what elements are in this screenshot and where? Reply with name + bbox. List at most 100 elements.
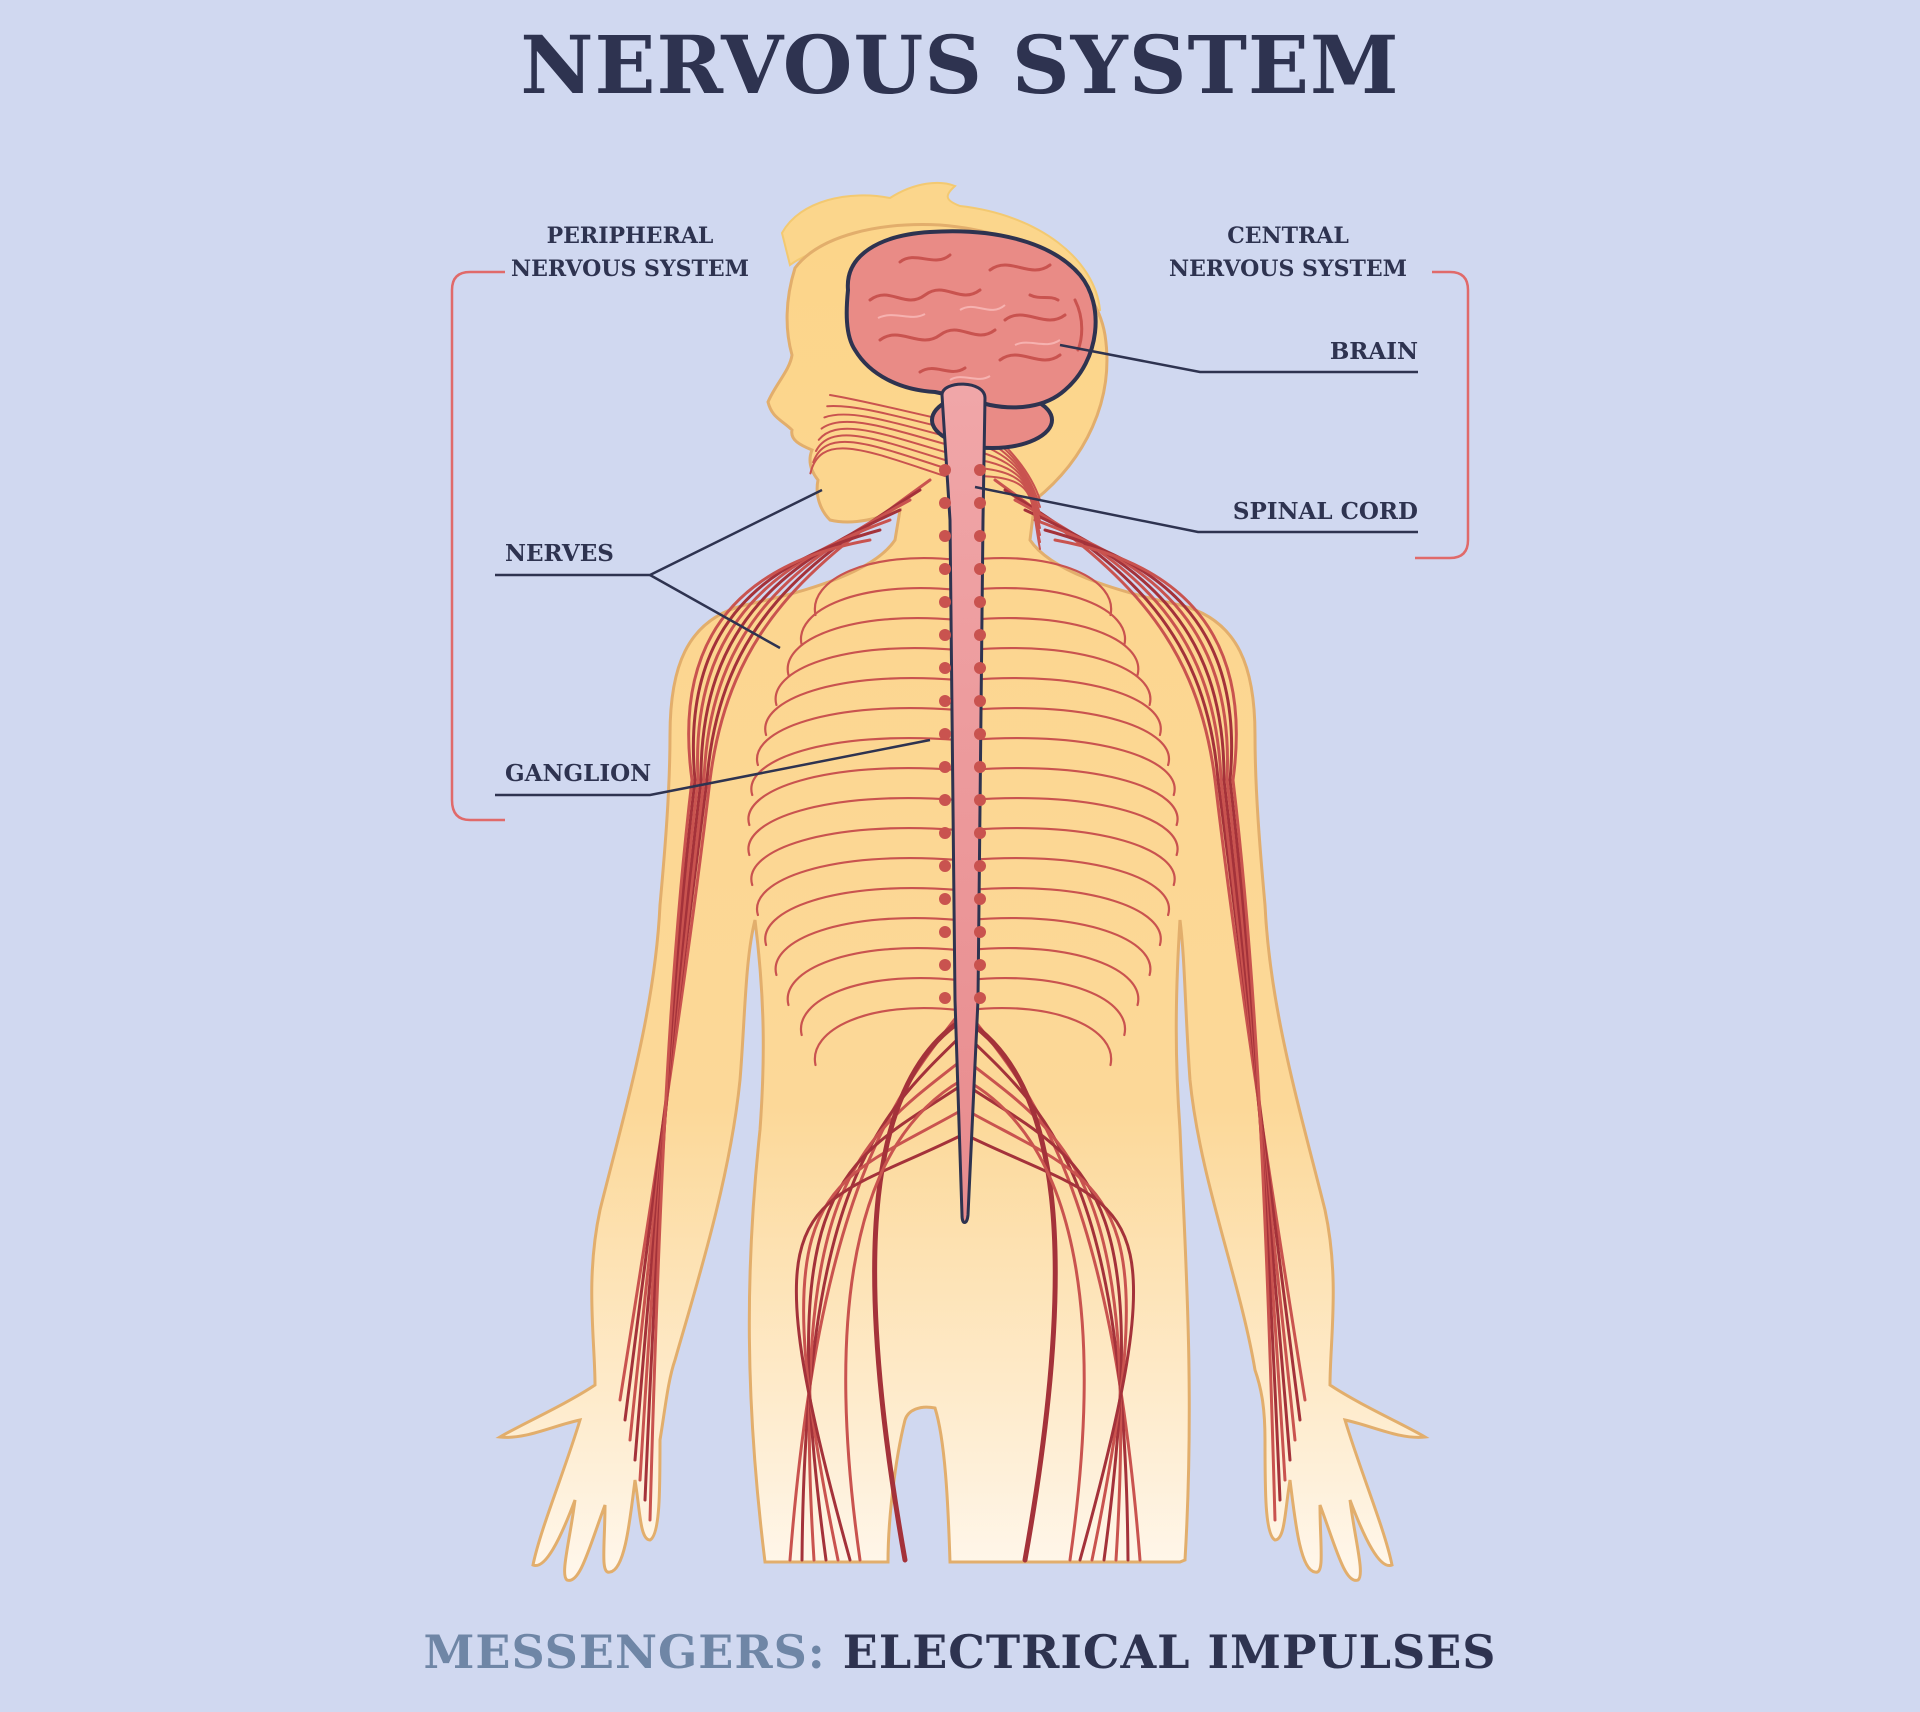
intercostal-nerve: [966, 556, 1113, 617]
arm-nerve-right: [1003, 488, 1302, 1422]
intercostal-nerve: [786, 946, 960, 1007]
lumbar-nerve-left: [844, 1078, 964, 1562]
ganglion-dot: [939, 794, 951, 806]
ganglion-dot: [974, 794, 986, 806]
cranial-nerve: [826, 404, 946, 429]
intercostal-nerve: [966, 916, 1152, 977]
arm-nerve-left: [633, 508, 902, 1462]
ganglion-dot: [974, 893, 986, 905]
ganglion-dot: [974, 959, 986, 971]
intercostal-nerve: [966, 616, 1140, 677]
footer-key: MESSENGERS:: [423, 1625, 826, 1679]
nerves-label: NERVES: [505, 540, 614, 567]
brain-label: BRAIN: [1329, 338, 1418, 365]
peripheral-line1: PERIPHERAL: [546, 223, 714, 249]
leg-nerve-right: [964, 1108, 1128, 1562]
peripheral-line2: NERVOUS SYSTEM: [511, 256, 749, 282]
arm-nerve-left: [643, 528, 882, 1502]
ganglion-dot: [974, 497, 986, 509]
central-bracket: [1415, 270, 1470, 560]
ganglion-dot: [939, 860, 951, 872]
ganglion-dot: [939, 662, 951, 674]
ganglion-dot: [974, 827, 986, 839]
ganglion-dot: [974, 695, 986, 707]
cranial-nerve: [815, 434, 946, 461]
intercostal-nerve: [799, 586, 960, 647]
intercostal-nerve: [966, 766, 1179, 827]
ganglion-dot: [939, 959, 951, 971]
leg-nerve-left: [794, 1133, 964, 1562]
ganglion-dot: [939, 629, 951, 641]
footer-caption: MESSENGERS: ELECTRICAL IMPULSES: [0, 1625, 1920, 1679]
leg-nerve-left: [802, 1108, 964, 1562]
intercostal-nerve: [747, 796, 960, 857]
cranial-nerve: [820, 420, 946, 445]
lumbar-nerve-right: [964, 1078, 1086, 1562]
arm-nerve-left: [648, 538, 872, 1522]
cranial-nerve: [812, 440, 946, 469]
intercostal-nerve: [755, 856, 960, 917]
intercostal-nerve: [966, 826, 1176, 887]
cervical-nerve: [979, 451, 1041, 529]
arm-nerve-left: [618, 478, 932, 1402]
ganglion-dot: [939, 563, 951, 575]
spinal-cord-pointer: [974, 485, 1418, 534]
ganglion-dot: [974, 530, 986, 542]
spinal-cord: [940, 382, 987, 1224]
ganglion-dot: [939, 728, 951, 740]
ganglion-pointer: [495, 738, 931, 797]
ganglion-dot: [974, 464, 986, 476]
ganglion-dot: [974, 761, 986, 773]
arm-nerve-right: [1053, 538, 1277, 1522]
ganglion-dot: [939, 596, 951, 608]
ganglion-dot: [939, 695, 951, 707]
intercostal-nerve: [966, 646, 1152, 707]
intercostal-nerve: [966, 706, 1171, 767]
arm-nerve-right: [1033, 518, 1287, 1482]
intercostal-nerve: [799, 976, 960, 1037]
intercostal-nerve: [755, 706, 960, 767]
intercostal-nerve: [966, 796, 1179, 857]
intercostal-nerve: [966, 946, 1140, 1007]
leg-nerve-right: [964, 1033, 1130, 1562]
cranial-nerve: [817, 427, 946, 453]
sciatic-nerve-right: [963, 1017, 1058, 1563]
ganglion-dot: [939, 761, 951, 773]
intercostal-nerve: [966, 736, 1176, 797]
leg-nerve-left: [807, 1083, 964, 1562]
leg-nerve-left: [807, 1058, 964, 1562]
cervical-nerve: [979, 475, 1041, 550]
ganglion-dot: [974, 563, 986, 575]
intercostal-nerve: [786, 616, 960, 677]
intercostal-nerve: [764, 676, 960, 737]
cranial-nerve: [823, 413, 946, 437]
ganglion-dot: [974, 662, 986, 674]
ganglion-dot: [939, 497, 951, 509]
intercostal-nerve: [750, 826, 960, 887]
ganglion-dot: [939, 530, 951, 542]
ganglion-dot: [939, 827, 951, 839]
ganglion-dot: [974, 629, 986, 641]
spinal-cord-label: SPINAL CORD: [1232, 498, 1418, 525]
arm-nerve-left: [623, 488, 922, 1422]
central-nervous-system-label: CENTRAL NERVOUS SYSTEM: [1148, 220, 1428, 286]
intercostal-nerve: [774, 646, 960, 707]
ganglion-dot: [974, 728, 986, 740]
arm-nerve-right: [1023, 508, 1292, 1462]
sciatic-nerve-left: [872, 1017, 965, 1563]
intercostal-nerve: [966, 886, 1162, 947]
intercostal-nerve: [813, 1006, 960, 1067]
arm-nerve-right: [1013, 498, 1297, 1442]
footer-value: ELECTRICAL IMPULSES: [842, 1625, 1497, 1679]
intercostal-nerve: [774, 916, 960, 977]
peripheral-nervous-system-label: PERIPHERAL NERVOUS SYSTEM: [495, 220, 765, 286]
intercostal-nerve: [966, 676, 1162, 737]
ganglion-dot: [974, 926, 986, 938]
arm-nerve-right: [1043, 528, 1282, 1502]
leg-nerve-right: [964, 1058, 1123, 1562]
intercostal-nerve: [966, 856, 1171, 917]
peripheral-nerves: [618, 394, 1307, 1563]
intercostal-nerve: [813, 556, 960, 617]
